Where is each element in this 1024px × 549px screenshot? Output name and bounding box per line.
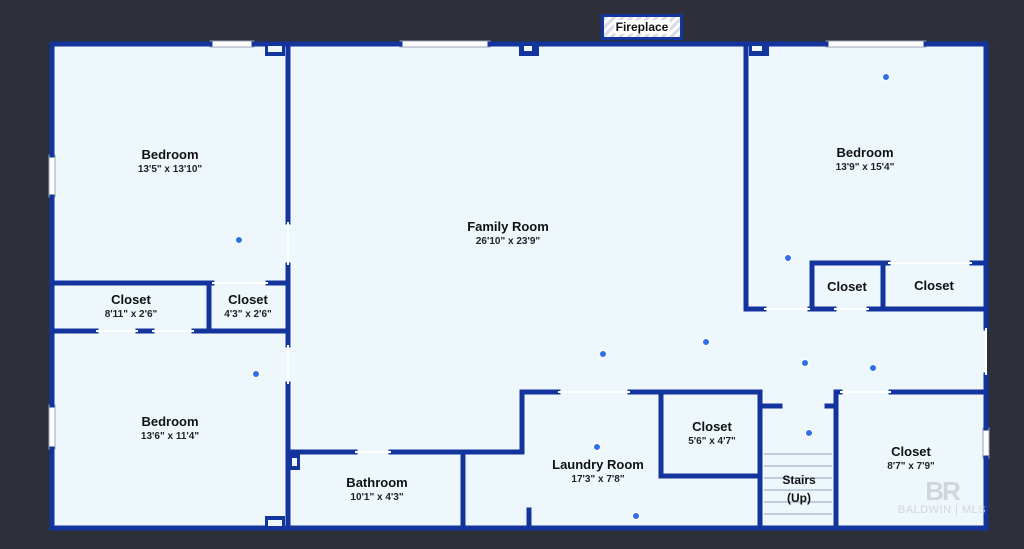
doors xyxy=(96,222,987,453)
panorama-dot xyxy=(593,443,601,451)
panorama-dot xyxy=(702,338,710,346)
room-name: Bedroom xyxy=(141,147,199,162)
wall-columns xyxy=(265,44,769,528)
panorama-dot xyxy=(869,364,877,372)
window xyxy=(399,40,491,48)
room-name: Closet xyxy=(891,444,931,459)
room-dimensions: 13'5" x 13'10" xyxy=(137,164,203,175)
room-label-bedroom-top-left: Bedroom 13'5" x 13'10" xyxy=(138,147,202,177)
room-dimensions: 8'11" x 2'6" xyxy=(104,309,158,320)
fireplace-label: Fireplace xyxy=(613,20,671,34)
panorama-dot xyxy=(882,73,890,81)
room-label-closet-center: Closet 5'6" x 4'7" xyxy=(688,419,736,449)
window xyxy=(825,40,927,48)
stairs-label: Stairs (Up) xyxy=(782,471,815,507)
room-dimensions: 4'3" x 2'6" xyxy=(224,309,272,320)
watermark-text: BALDWIN | MLS xyxy=(897,504,987,516)
room-name: Closet xyxy=(692,419,732,434)
room-label-closet-left: Closet 8'11" x 2'6" xyxy=(105,292,158,322)
fireplace: Fireplace xyxy=(601,14,683,40)
room-name: Bedroom xyxy=(836,145,894,160)
room-name: Closet xyxy=(914,278,954,293)
room-name: Closet xyxy=(827,279,867,294)
panorama-dot xyxy=(235,236,243,244)
window xyxy=(209,40,255,48)
panorama-dot xyxy=(252,370,260,378)
room-label-closet-small-left: Closet 4'3" x 2'6" xyxy=(224,292,272,322)
view-points xyxy=(235,73,890,520)
room-name: Closet xyxy=(228,292,268,307)
room-dimensions: 17'3" x 7'8" xyxy=(571,474,625,485)
panorama-dot xyxy=(632,512,640,520)
column-inset xyxy=(268,46,282,52)
room-dimensions: 8'7" x 7'9" xyxy=(887,461,935,472)
room-label-closet-right-b: Closet xyxy=(914,278,954,294)
room-dimensions: 5'6" x 4'7" xyxy=(688,436,736,447)
column-inset xyxy=(524,46,532,51)
window xyxy=(48,154,56,198)
panorama-dot xyxy=(805,429,813,437)
panorama-dot xyxy=(784,254,792,262)
room-name: Bedroom xyxy=(141,414,199,429)
room-label-closet-bottom-right: Closet 8'7" x 7'9" xyxy=(887,444,935,474)
room-label-family-room: Family Room 26'10" x 23'9" xyxy=(467,219,549,249)
column-inset xyxy=(752,46,762,51)
room-name: Family Room xyxy=(467,219,549,234)
room-dimensions: 13'6" x 11'4" xyxy=(140,431,200,442)
column-inset xyxy=(268,520,282,526)
room-name: Closet xyxy=(111,292,151,307)
room-dimensions: 26'10" x 23'9" xyxy=(475,236,541,247)
stairs-label-line1: Stairs xyxy=(782,473,816,487)
stairs-treads xyxy=(764,453,832,515)
watermark-logo: BR BALDWIN | MLS xyxy=(892,478,992,517)
walls xyxy=(49,41,989,531)
stairs-label-line2: (Up) xyxy=(786,491,811,505)
room-name: Bathroom xyxy=(346,475,408,490)
room-name: Laundry Room xyxy=(552,457,644,472)
room-label-bathroom: Bathroom 10'1" x 4'3" xyxy=(346,475,407,505)
window xyxy=(982,427,990,459)
column-inset xyxy=(292,458,297,466)
room-label-laundry-room: Laundry Room 17'3" x 7'8" xyxy=(552,457,644,487)
room-label-bedroom-top-right: Bedroom 13'9" x 15'4" xyxy=(836,145,895,175)
room-dimensions: 10'1" x 4'3" xyxy=(350,492,404,503)
room-dimensions: 13'9" x 15'4" xyxy=(835,162,895,173)
panorama-dot xyxy=(599,350,607,358)
room-label-closet-right-a: Closet xyxy=(827,279,867,295)
room-label-bedroom-bottom-left: Bedroom 13'6" x 11'4" xyxy=(141,414,199,444)
window xyxy=(48,404,56,450)
watermark-mark: BR xyxy=(925,476,961,506)
panorama-dot xyxy=(801,359,809,367)
